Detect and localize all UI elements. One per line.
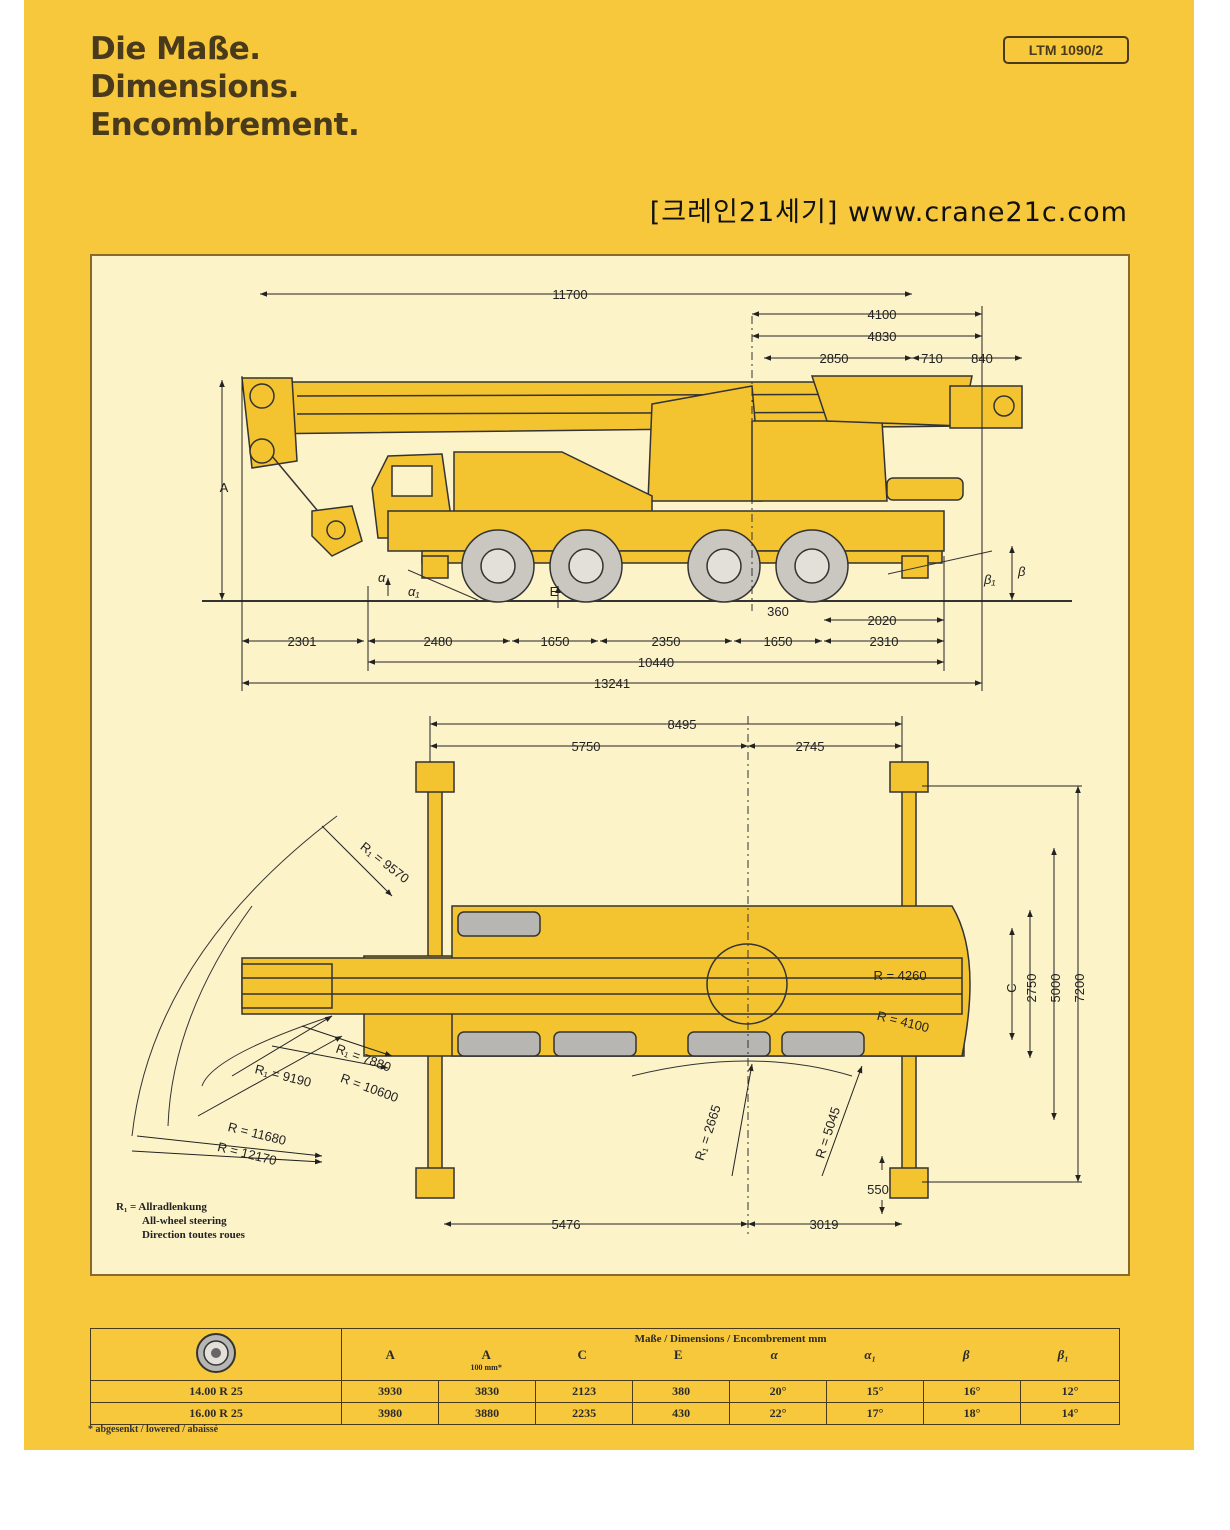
radius-r-5045: R = 5045 xyxy=(812,1105,843,1160)
col-header-a-lowered: A 100 mm* xyxy=(438,1347,534,1372)
value-cell: 3930 xyxy=(341,1380,440,1403)
side-view-crane xyxy=(202,316,1072,611)
radius-r1-9570: R₁ = 9570 xyxy=(357,839,412,886)
value-cell: 380 xyxy=(632,1380,731,1403)
col-header-beta: β xyxy=(962,1347,970,1362)
dimension-drawing-panel: 11700 4100 4830 2850 710 840 A 2301 2480… xyxy=(90,254,1130,1276)
legend-line-de: R₁ = Allradlenkung xyxy=(116,1201,207,1213)
side-view-labels: 11700 4100 4830 2850 710 840 A 2301 2480… xyxy=(220,287,1026,691)
dim-2745: 2745 xyxy=(796,739,825,754)
dim-2020: 2020 xyxy=(868,613,897,628)
dim-1650-front: 1650 xyxy=(541,634,570,649)
label-beta1: β₁ xyxy=(983,572,996,587)
radius-r1-9190: R₁ = 9190 xyxy=(253,1061,312,1089)
dim-overall-boom-length: 11700 xyxy=(552,287,587,302)
dim-13241: 13241 xyxy=(594,676,630,691)
dim-2301: 2301 xyxy=(288,634,317,649)
spec-sheet: Die Maße. Dimensions. Encombrement. LTM … xyxy=(24,0,1194,1450)
table-row: 14.00 R 25 3930 3830 2123 380 20° 15° 16… xyxy=(89,1380,1121,1403)
dim-3019: 3019 xyxy=(810,1217,839,1232)
value-cell: 12° xyxy=(1019,1380,1121,1403)
label-beta: β xyxy=(1017,564,1026,579)
tire-icon xyxy=(196,1332,237,1373)
dim-4830: 4830 xyxy=(868,329,897,344)
radius-r-10600: R = 10600 xyxy=(339,1070,401,1105)
column-header-group: Maße / Dimensions / Encombrement mm A A … xyxy=(341,1328,1120,1381)
col-header-c: C xyxy=(577,1347,587,1362)
steering-legend: R₁ = Allradlenkung All-wheel steering Di… xyxy=(116,1200,245,1242)
dim-2850: 2850 xyxy=(820,351,849,366)
value-cell: 3980 xyxy=(341,1402,440,1425)
top-view-crane xyxy=(131,716,971,1234)
dim-710: 710 xyxy=(921,351,943,366)
col-header-a2-label: A xyxy=(481,1347,491,1362)
title-french: Encombrement. xyxy=(90,107,360,143)
value-cell: 2235 xyxy=(535,1402,634,1425)
value-cell: 3830 xyxy=(438,1380,537,1403)
table-header-row: Maße / Dimensions / Encombrement mm A A … xyxy=(89,1328,1120,1381)
dim-7200: 7200 xyxy=(1072,974,1087,1003)
dim-360: 360 xyxy=(767,604,789,619)
website-watermark: [크레인21세기] www.crane21c.com xyxy=(649,197,1128,228)
value-cell: 14° xyxy=(1019,1402,1121,1425)
dim-8495: 8495 xyxy=(668,717,697,732)
dim-840: 840 xyxy=(971,351,993,366)
group-header: Maße / Dimensions / Encombrement mm xyxy=(634,1333,827,1345)
value-cell: 15° xyxy=(826,1380,924,1403)
tire-size-cell: 16.00 R 25 xyxy=(89,1402,343,1425)
col-header-alpha: α xyxy=(770,1347,778,1362)
label-e: E xyxy=(550,584,559,599)
top-view-dimension-lines xyxy=(131,716,1082,1227)
label-alpha1: α₁ xyxy=(408,584,420,599)
table-row: 16.00 R 25 3980 3880 2235 430 22° 17° 18… xyxy=(89,1402,1121,1425)
dim-4100: 4100 xyxy=(868,307,897,322)
value-cell: 3880 xyxy=(438,1402,537,1425)
value-cell: 22° xyxy=(729,1402,828,1425)
tire-size-cell: 14.00 R 25 xyxy=(89,1380,343,1403)
dim-10440: 10440 xyxy=(638,655,674,670)
dimension-drawings: 11700 4100 4830 2850 710 840 A 2301 2480… xyxy=(131,287,1087,1234)
title-english: Dimensions. xyxy=(90,69,299,105)
value-cell: 18° xyxy=(923,1402,1021,1425)
radius-r1-2665: R₁ = 2665 xyxy=(692,1103,724,1162)
side-view-dimension-lines xyxy=(219,291,1022,691)
col-header-a: A xyxy=(385,1347,395,1362)
value-cell: 20° xyxy=(729,1380,828,1403)
legend-line-fr: Direction toutes roues xyxy=(142,1229,245,1241)
title-german: Die Maße. xyxy=(90,31,261,67)
label-a-height: A xyxy=(220,480,229,495)
value-cell: 430 xyxy=(632,1402,731,1425)
dim-5476: 5476 xyxy=(552,1217,581,1232)
value-cell: 17° xyxy=(826,1402,924,1425)
legend-line-en: All-wheel steering xyxy=(142,1215,227,1227)
radius-r-4260: R = 4260 xyxy=(873,968,926,983)
dim-2750: 2750 xyxy=(1024,974,1039,1003)
table-footnote: * abgesenkt / lowered / abaissé xyxy=(88,1424,219,1435)
dim-5750: 5750 xyxy=(572,739,601,754)
dimensions-table: Maße / Dimensions / Encombrement mm A A … xyxy=(89,1328,1121,1425)
tire-icon-cell xyxy=(89,1328,343,1381)
dim-2480: 2480 xyxy=(424,634,453,649)
col-header-e: E xyxy=(673,1347,683,1362)
value-cell: 2123 xyxy=(535,1380,634,1403)
value-cell: 16° xyxy=(923,1380,1021,1403)
label-c: C xyxy=(1004,983,1019,992)
col-header-beta1: β₁ xyxy=(1057,1347,1069,1362)
dim-1650-rear: 1650 xyxy=(764,634,793,649)
dim-5000: 5000 xyxy=(1048,974,1063,1003)
col-header-a2-sub: 100 mm* xyxy=(470,1363,502,1372)
dim-2310: 2310 xyxy=(870,634,899,649)
model-badge: LTM 1090/2 xyxy=(1003,36,1129,64)
label-alpha: α xyxy=(378,570,386,585)
dim-2350: 2350 xyxy=(652,634,681,649)
col-header-alpha1: α₁ xyxy=(864,1347,877,1362)
dim-550: 550 xyxy=(867,1182,889,1197)
